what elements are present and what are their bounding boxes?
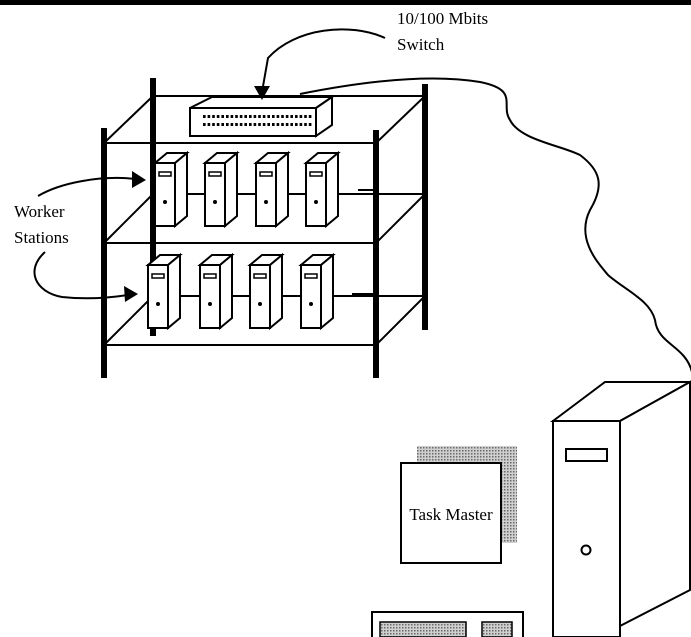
switch-port	[281, 115, 284, 118]
switch-port	[217, 123, 220, 126]
task-master-label: Task Master	[409, 505, 493, 524]
switch-port	[300, 115, 303, 118]
task-master: Task Master	[372, 382, 690, 637]
switch-port	[254, 115, 257, 118]
switch-port	[240, 115, 243, 118]
switch-port	[277, 115, 280, 118]
switch-port	[272, 115, 275, 118]
switch-port	[249, 123, 252, 126]
worker-station	[256, 153, 288, 226]
worker-arrow-bottom	[34, 252, 138, 302]
network-switch	[190, 97, 332, 136]
top-border	[0, 0, 691, 5]
switch-port	[277, 123, 280, 126]
workers-label-line1: Worker	[14, 202, 65, 221]
switch-port	[226, 123, 229, 126]
switch-port	[212, 123, 215, 126]
switch-port	[240, 123, 243, 126]
switch-port	[217, 115, 220, 118]
switch-port	[231, 123, 234, 126]
switch-port	[226, 115, 229, 118]
switch-port	[309, 123, 312, 126]
switch-port	[290, 123, 293, 126]
worker-station	[306, 153, 338, 226]
switch-label-line2: Switch	[397, 35, 445, 54]
switch-port	[295, 123, 298, 126]
switch-port	[244, 115, 247, 118]
worker-stations-top-row	[155, 153, 338, 226]
switch-port	[208, 115, 211, 118]
switch-port	[221, 115, 224, 118]
worker-station	[301, 255, 333, 328]
switch-port	[290, 115, 293, 118]
keyboard	[372, 612, 523, 637]
switch-port	[267, 123, 270, 126]
switch-port	[263, 115, 266, 118]
switch-port	[221, 123, 224, 126]
worker-station	[200, 255, 232, 328]
switch-port	[267, 115, 270, 118]
network-cable	[300, 79, 691, 372]
task-master-tower	[553, 382, 690, 637]
switch-port	[203, 123, 206, 126]
switch-port	[258, 115, 261, 118]
switch-port	[212, 115, 215, 118]
worker-arrow-top	[38, 171, 146, 196]
switch-label-line1: 10/100 Mbits	[397, 9, 488, 28]
worker-stations-bottom-row	[148, 255, 333, 328]
switch-port	[254, 123, 257, 126]
switch-port	[263, 123, 266, 126]
switch-port	[231, 115, 234, 118]
switch-port	[286, 115, 289, 118]
worker-station	[250, 255, 282, 328]
switch-port	[286, 123, 289, 126]
workers-label-line2: Stations	[14, 228, 69, 247]
switch-port	[244, 123, 247, 126]
switch-port	[295, 115, 298, 118]
switch-port	[235, 115, 238, 118]
switch-port	[304, 115, 307, 118]
switch-port	[309, 115, 312, 118]
switch-port	[304, 123, 307, 126]
worker-station	[148, 255, 180, 328]
switch-port	[300, 123, 303, 126]
switch-port	[281, 123, 284, 126]
switch-port	[258, 123, 261, 126]
switch-port	[203, 115, 206, 118]
switch-port	[208, 123, 211, 126]
switch-port	[235, 123, 238, 126]
worker-station	[205, 153, 237, 226]
worker-station	[155, 153, 187, 226]
switch-port	[272, 123, 275, 126]
switch-port	[249, 115, 252, 118]
